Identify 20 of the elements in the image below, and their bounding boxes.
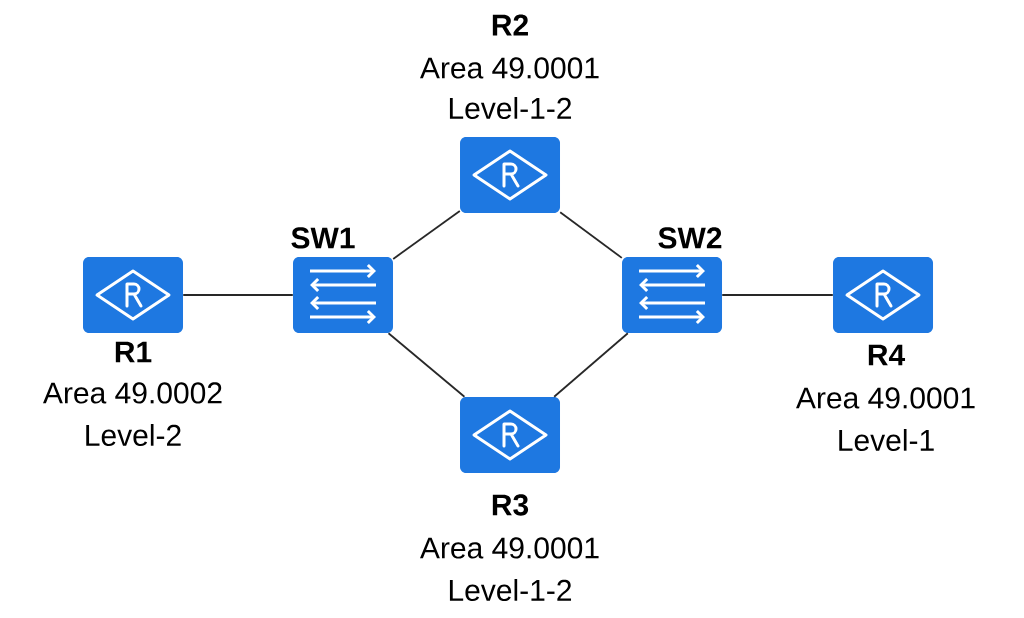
link-line <box>559 211 623 259</box>
device-name: R4 <box>868 344 906 366</box>
link-line <box>553 332 629 398</box>
link-line <box>392 210 461 260</box>
device-name: R3 <box>492 494 529 516</box>
device-name: SW2 <box>658 227 722 249</box>
device-name: R2 <box>492 14 528 36</box>
link-line <box>182 294 294 296</box>
device-name: SW1 <box>291 227 355 249</box>
device-label: Level-1-2 <box>449 579 571 601</box>
device-label: Level-2 <box>86 424 181 446</box>
device-label: Area 49.0001 <box>420 537 599 559</box>
device-label: Area 49.0001 <box>420 57 599 79</box>
device-label: Level-1 <box>839 429 934 451</box>
device-label: Level-1-2 <box>449 97 571 119</box>
device-label: Area 49.0002 <box>43 382 222 404</box>
device-name: R1 <box>115 341 152 363</box>
link-line <box>387 332 466 398</box>
link-line <box>721 294 834 296</box>
device-label: Area 49.0001 <box>796 387 975 409</box>
